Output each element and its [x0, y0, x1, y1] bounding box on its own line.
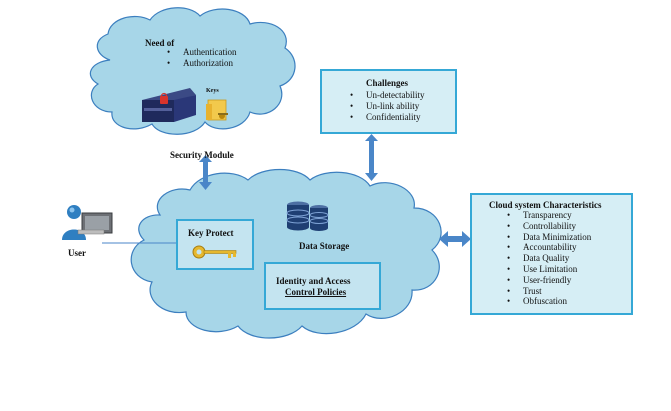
identity-access-line1: Identity and Access [276, 276, 351, 286]
user-icon [62, 205, 113, 240]
list-item: Un-link ability [346, 101, 424, 112]
keys-folder-icon [206, 99, 228, 121]
golden-key-icon [192, 245, 237, 259]
arrow-challenges-to-cloud [365, 134, 378, 181]
characteristics-title: Cloud system Characteristics [489, 200, 602, 210]
key-protect-label: Key Protect [188, 228, 234, 238]
list-item: Confidentiality [346, 112, 424, 123]
list-item: Obfuscation [503, 296, 591, 307]
list-item: Accountability [503, 242, 591, 253]
user-label: User [68, 248, 86, 258]
data-storage-label: Data Storage [299, 241, 350, 251]
need-of-heading: Need of [145, 38, 175, 48]
security-cloud [89, 7, 296, 135]
list-item: Controllability [503, 221, 591, 232]
security-server-icon [142, 88, 196, 122]
arrow-security-to-cloud [199, 155, 212, 190]
list-item: User-friendly [503, 275, 591, 286]
list-item: Data Quality [503, 253, 591, 264]
identity-access-box [264, 262, 381, 310]
list-item: Data Minimization [503, 232, 591, 243]
identity-access-line2: Control Policies [285, 287, 347, 297]
keys-label: Keys [206, 88, 219, 94]
arrow-cloud-to-characteristics [439, 231, 471, 247]
list-item: Trust [503, 286, 591, 297]
challenges-title: Challenges [366, 78, 409, 88]
list-item: Transparency [503, 210, 591, 221]
list-item: Authorization [163, 58, 237, 69]
characteristics-list: Transparency Controllability Data Minimi… [503, 210, 591, 307]
list-item: Use Limitation [503, 264, 591, 275]
security-module-label: Security Module [170, 150, 234, 160]
database-icon [286, 201, 329, 231]
need-of-list: Authentication Authorization [163, 47, 237, 69]
key-protect-box [176, 219, 254, 270]
list-item: Authentication [163, 47, 237, 58]
list-item: Un-detectability [346, 90, 424, 101]
challenges-list: Un-detectability Un-link ability Confide… [346, 90, 424, 123]
